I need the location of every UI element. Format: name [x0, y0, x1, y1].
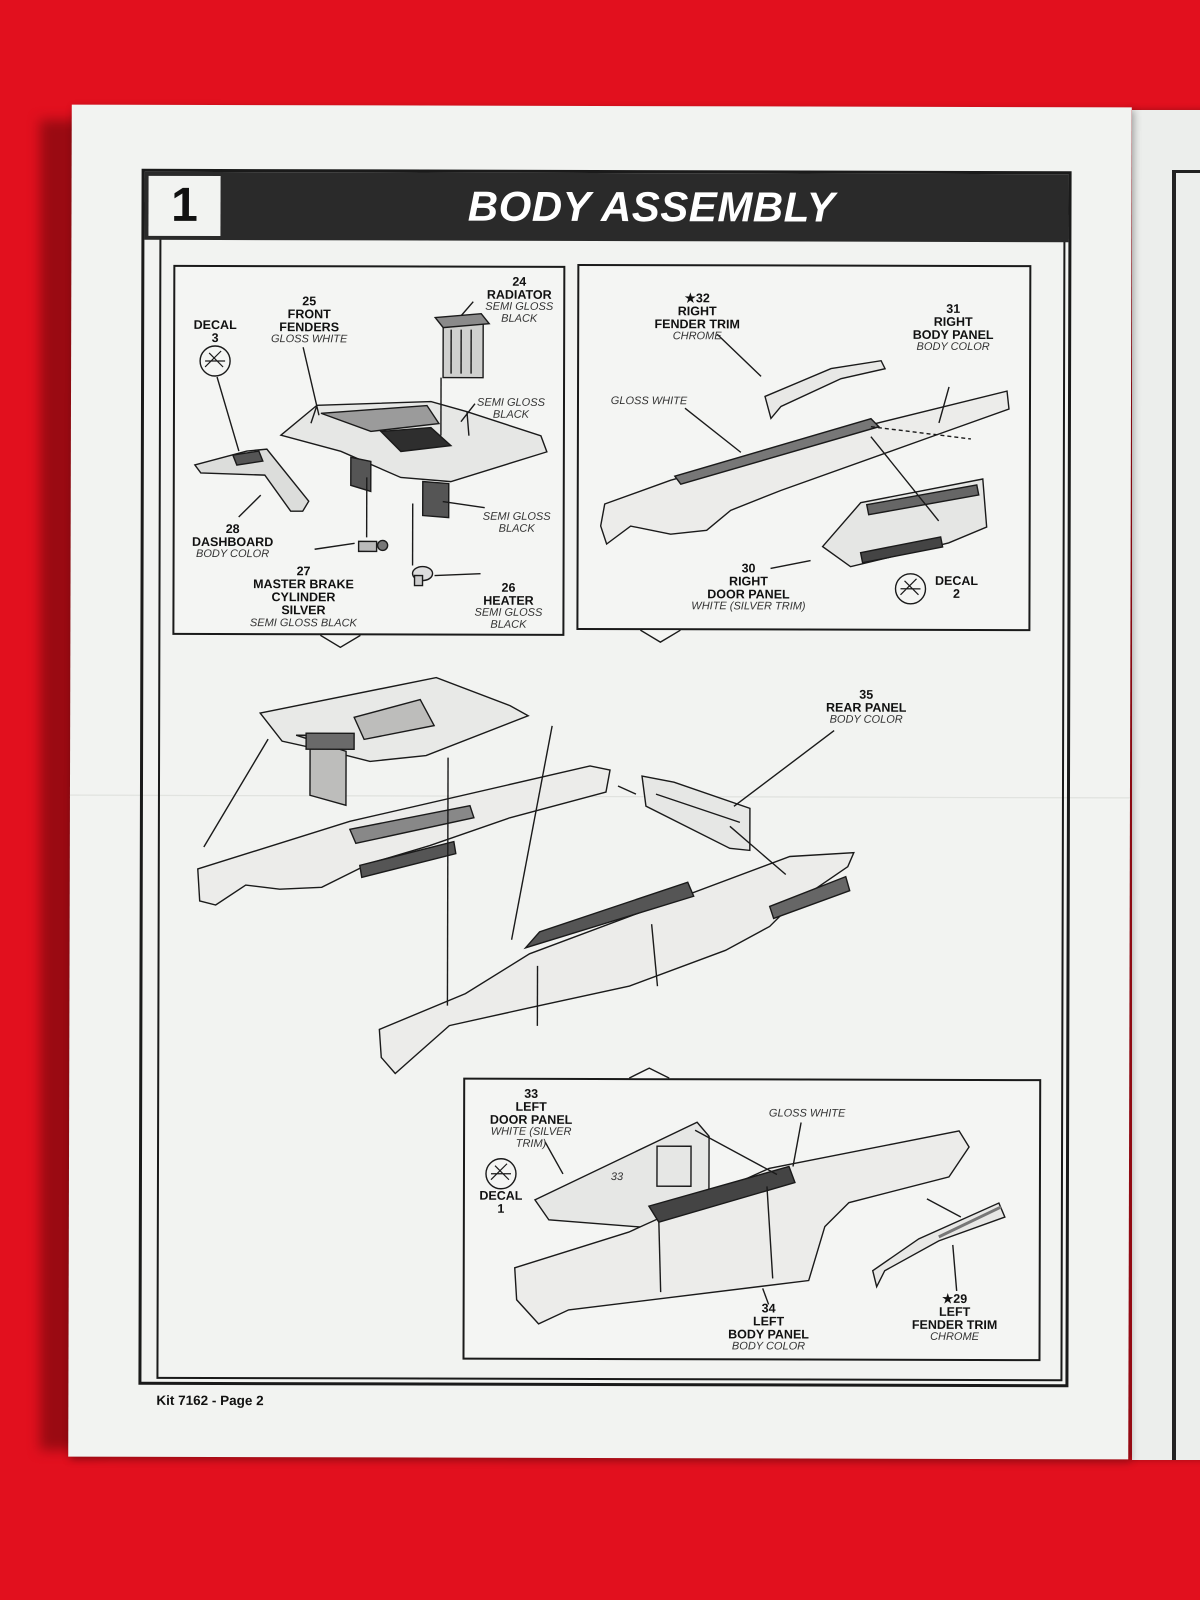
label-gloss-white: GLOSS WHITE	[768, 1107, 846, 1120]
label-rear-panel: 35 REAR PANEL BODY COLOR	[826, 687, 907, 727]
leader-line	[314, 542, 355, 550]
leader-line	[544, 1141, 564, 1175]
left-fender-trim-part	[871, 1202, 1006, 1289]
right-door-panel-part	[821, 478, 988, 568]
label-right-body-panel: 31 RIGHT BODY PANEL BODY COLOR	[912, 301, 994, 354]
panel-pointer	[628, 1067, 670, 1079]
leader-line	[938, 386, 950, 424]
decal-1-icon	[485, 1158, 517, 1190]
label-front-fenders: 25 FRONT FENDERS GLOSS WHITE	[270, 294, 348, 346]
adjacent-page-frame-line	[1172, 170, 1200, 173]
instruction-sheet: 1 BODY ASSEMBLY	[68, 104, 1132, 1460]
master-brake-cylinder-part	[357, 539, 389, 553]
leader-line	[460, 301, 474, 317]
label-gloss-white: GLOSS WHITE	[610, 395, 688, 408]
assembly-diagram	[193, 301, 1010, 1325]
label-heater: 26 HEATER SEMI GLOSS BLACK	[474, 580, 543, 631]
label-dashboard: 28 DASHBOARD BODY COLOR	[191, 522, 274, 561]
left-body-assembly	[378, 851, 855, 1075]
arrow-line	[203, 738, 269, 848]
panel-pointer	[640, 629, 681, 643]
leader-line	[442, 500, 485, 509]
leader-line	[770, 559, 811, 570]
front-fenders-part	[279, 400, 548, 519]
arrow-line	[694, 1129, 778, 1176]
label-semi-gloss-black: SEMI GLOSS BLACK	[477, 396, 545, 421]
label-decal-2: DECAL 2	[934, 573, 979, 602]
label-right-fender-trim: ★32 RIGHT FENDER TRIM CHROME	[654, 291, 740, 343]
leader-line	[733, 730, 835, 807]
label-left-fender-trim: ★29 LEFT FENDER TRIM CHROME	[911, 1291, 998, 1344]
arrow-line	[729, 825, 787, 876]
label-decal-1: DECAL 1	[479, 1188, 523, 1216]
heater-part	[411, 565, 434, 587]
decal-2-icon	[894, 573, 927, 605]
page-footer: Kit 7162 - Page 2	[156, 1392, 264, 1409]
right-fender-trim-part	[764, 359, 887, 420]
arrow-line	[870, 436, 940, 522]
right-side-assembly	[197, 765, 611, 906]
arrow-line	[926, 1198, 962, 1218]
label-radiator: 24 RADIATOR SEMI GLOSS BLACK	[485, 274, 554, 325]
label-left-body-panel: 34 LEFT BODY PANEL BODY COLOR	[728, 1301, 809, 1353]
leader-line	[434, 572, 481, 577]
arrow-line	[617, 785, 637, 795]
leader-line	[952, 1244, 958, 1291]
panel-pointer	[320, 634, 361, 649]
front-clip-assembly	[258, 676, 530, 807]
arrow-line	[510, 725, 553, 940]
leader-line	[684, 407, 742, 453]
rear-panel-part	[641, 775, 751, 852]
decal-3-icon	[199, 345, 231, 377]
adjacent-page-edge	[1132, 110, 1200, 1460]
leader-line	[762, 1288, 770, 1305]
label-master-brake-cylinder: 27 MASTER BRAKE CYLINDER SILVER SEMI GLO…	[249, 564, 357, 629]
leader-line	[792, 1122, 802, 1167]
leader-line	[216, 376, 240, 452]
label-right-door-panel: 30 RIGHT DOOR PANEL WHITE (SILVER TRIM)	[691, 561, 806, 613]
label-semi-gloss-black: SEMI GLOSS BLACK	[482, 510, 551, 535]
leader-line	[716, 333, 762, 377]
part-number-mark: 33	[610, 1171, 624, 1184]
right-body-panel-part	[599, 390, 1010, 546]
leader-line	[238, 494, 262, 518]
arrow-line	[446, 757, 449, 1006]
label-decal-3: DECAL 3	[193, 317, 237, 346]
dashboard-part	[193, 448, 310, 512]
leader-line	[302, 347, 320, 416]
radiator-part	[433, 312, 491, 379]
left-body-panel-part	[513, 1130, 970, 1325]
leader-line	[460, 403, 476, 423]
label-left-door-panel: 33 LEFT DOOR PANEL WHITE (SILVER TRIM)	[489, 1086, 573, 1150]
adjacent-page-frame-line	[1172, 170, 1176, 1460]
